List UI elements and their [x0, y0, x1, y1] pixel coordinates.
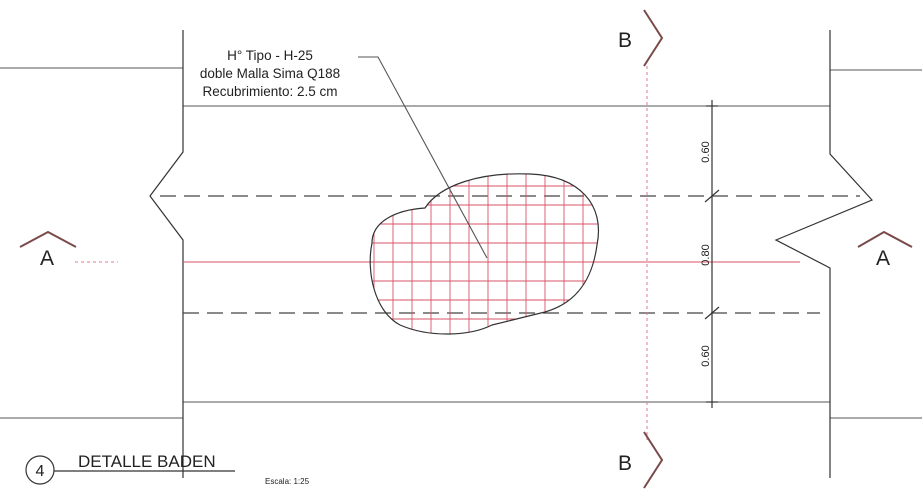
dimension-bottom: 0.60: [700, 345, 712, 366]
material-annotation: H° Tipo - H-25 doble Malla Sima Q188 Rec…: [200, 48, 340, 99]
detail-number: 4: [36, 463, 45, 480]
dimension-chain: 0.60 0.80 0.60: [700, 100, 720, 408]
slab-outline: [149, 30, 874, 478]
annotation-line-2: doble Malla Sima Q188: [200, 66, 340, 81]
detail-scale: Escala: 1:25: [265, 477, 310, 486]
annotation-line-1: H° Tipo - H-25: [227, 48, 313, 63]
dimension-top: 0.60: [700, 141, 712, 162]
section-label-a-left: A: [40, 247, 54, 270]
red-axes: [75, 60, 800, 440]
section-label-b-top: B: [618, 29, 632, 52]
title-block: 4 DETALLE BADEN Escala: 1:25: [25, 452, 310, 486]
dashed-joint-lines: [160, 195, 860, 314]
dimension-middle: 0.80: [700, 244, 712, 265]
detail-title: DETALLE BADEN: [78, 452, 216, 471]
annotation-line-3: Recubrimiento: 2.5 cm: [202, 84, 337, 99]
section-mark-b-bottom: B: [618, 431, 664, 489]
leader-line: [358, 56, 488, 259]
section-mark-b-top: B: [618, 9, 664, 67]
section-label-b-bottom: B: [618, 452, 632, 475]
section-mark-a-left: A: [19, 230, 77, 270]
road-edges: [0, 67, 922, 419]
section-label-a-right: A: [876, 247, 890, 270]
section-mark-a-right: A: [857, 230, 913, 270]
